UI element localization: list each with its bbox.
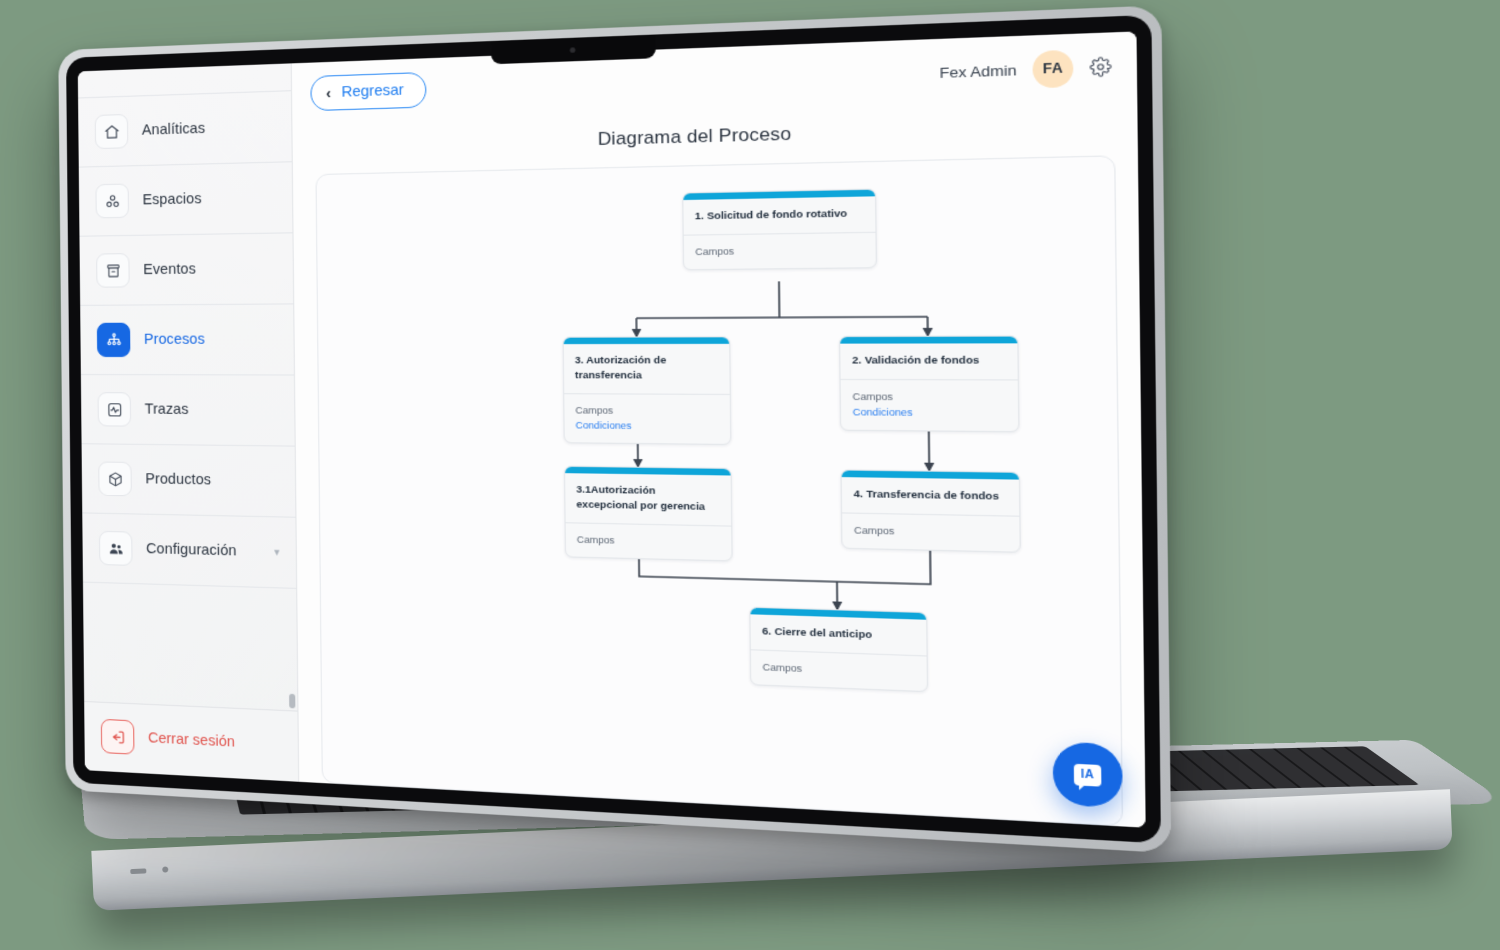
- node-body: Campos: [566, 523, 732, 560]
- sidebar-item-label: Productos: [145, 471, 212, 489]
- node-title: 1. Solicitud de fondo rotativo: [683, 196, 876, 236]
- sidebar: Analíticas Espacios: [77, 63, 300, 782]
- chat-bubble-icon: IA: [1073, 763, 1102, 787]
- sidebar-scrollbar[interactable]: [289, 693, 296, 709]
- user-zone: Fex Admin FA: [939, 48, 1112, 91]
- events-icon: [96, 253, 130, 288]
- sidebar-item-label: Procesos: [143, 331, 205, 348]
- sidebar-item-procesos[interactable]: Procesos: [80, 304, 294, 376]
- main-content: ‹ Regresar Fex Admin FA Diag: [292, 31, 1146, 827]
- node-title: 4. Transferencia de fondos: [841, 477, 1020, 517]
- sidebar-item-label: Configuración: [146, 540, 237, 560]
- node-title: 3. Autorización de transferencia: [563, 343, 730, 395]
- node-field-row[interactable]: Campos: [853, 524, 895, 537]
- home-icon: [94, 113, 129, 150]
- sidebar-item-eventos[interactable]: Eventos: [79, 233, 294, 306]
- sidebar-item-productos[interactable]: Productos: [81, 444, 296, 518]
- gear-icon[interactable]: [1089, 56, 1112, 77]
- laptop-bezel: Analíticas Espacios: [66, 15, 1161, 844]
- node-body: Campos: [684, 233, 876, 270]
- avatar[interactable]: FA: [1032, 49, 1074, 88]
- process-icon: [96, 322, 131, 358]
- laptop-lid-shell: Analíticas Espacios: [58, 5, 1171, 853]
- node-title: 6. Cierre del anticipo: [750, 614, 927, 657]
- screen: Analíticas Espacios: [78, 31, 1146, 827]
- back-button-label: Regresar: [341, 82, 404, 101]
- logout-button[interactable]: Cerrar sesión: [84, 700, 299, 782]
- node-body: Campos: [751, 650, 927, 691]
- diagram-node-3-1[interactable]: 3.1Autorización excepcional por gerencia…: [563, 465, 733, 562]
- sidebar-item-trazas[interactable]: Trazas: [80, 375, 295, 447]
- sidebar-item-label: Trazas: [144, 401, 189, 418]
- node-body: Campos Condiciones: [841, 380, 1019, 432]
- logout-icon: [100, 718, 135, 755]
- users-icon: [98, 530, 133, 566]
- laptop-port-jack: [162, 866, 169, 873]
- node-field-row[interactable]: Campos: [762, 661, 803, 674]
- activity-icon: [97, 392, 132, 427]
- node-conditions-link[interactable]: Condiciones: [852, 406, 913, 419]
- node-title: 2. Validación de fondos: [840, 343, 1018, 381]
- chevron-down-icon[interactable]: ▼: [272, 547, 282, 558]
- node-field-row[interactable]: Campos: [852, 391, 894, 403]
- spaces-icon: [95, 183, 129, 219]
- laptop-lid: Analíticas Espacios: [58, 5, 1171, 853]
- box-icon: [98, 461, 132, 497]
- node-field-row[interactable]: Campos: [575, 404, 614, 416]
- diagram-node-3[interactable]: 3. Autorización de transferencia Campos …: [562, 336, 732, 446]
- sidebar-item-analiticas[interactable]: Analíticas: [78, 91, 292, 168]
- sidebar-item-espacios[interactable]: Espacios: [78, 162, 293, 237]
- webcam-icon: [569, 47, 576, 53]
- back-button[interactable]: ‹ Regresar: [310, 71, 427, 112]
- diagram-node-1[interactable]: 1. Solicitud de fondo rotativo Campos: [682, 188, 878, 271]
- node-field-row[interactable]: Campos: [576, 533, 615, 546]
- diagram-node-2[interactable]: 2. Validación de fondos Campos Condicion…: [838, 335, 1020, 433]
- node-field-row[interactable]: Campos: [695, 245, 735, 258]
- diagram-canvas[interactable]: 1. Solicitud de fondo rotativo Campos 3.…: [315, 155, 1123, 826]
- node-body: Campos: [842, 513, 1020, 551]
- sidebar-item-configuracion[interactable]: Configuración ▼: [82, 513, 297, 589]
- diagram-node-6[interactable]: 6. Cierre del anticipo Campos: [749, 606, 929, 693]
- sidebar-item-label: Analíticas: [141, 120, 206, 139]
- node-conditions-link[interactable]: Condiciones: [575, 419, 632, 432]
- logout-label: Cerrar sesión: [147, 730, 235, 751]
- sidebar-item-label: Eventos: [143, 261, 196, 279]
- laptop-port-usb: [130, 868, 147, 875]
- chevron-left-icon: ‹: [325, 84, 332, 102]
- user-name: Fex Admin: [939, 61, 1017, 81]
- sidebar-scroll-area: Analíticas Espacios: [78, 63, 298, 710]
- node-body: Campos Condiciones: [564, 394, 730, 444]
- diagram-node-4[interactable]: 4. Transferencia de fondos Campos: [840, 469, 1021, 554]
- node-title: 3.1Autorización excepcional por gerencia: [565, 473, 732, 527]
- sidebar-item-label: Espacios: [142, 191, 202, 209]
